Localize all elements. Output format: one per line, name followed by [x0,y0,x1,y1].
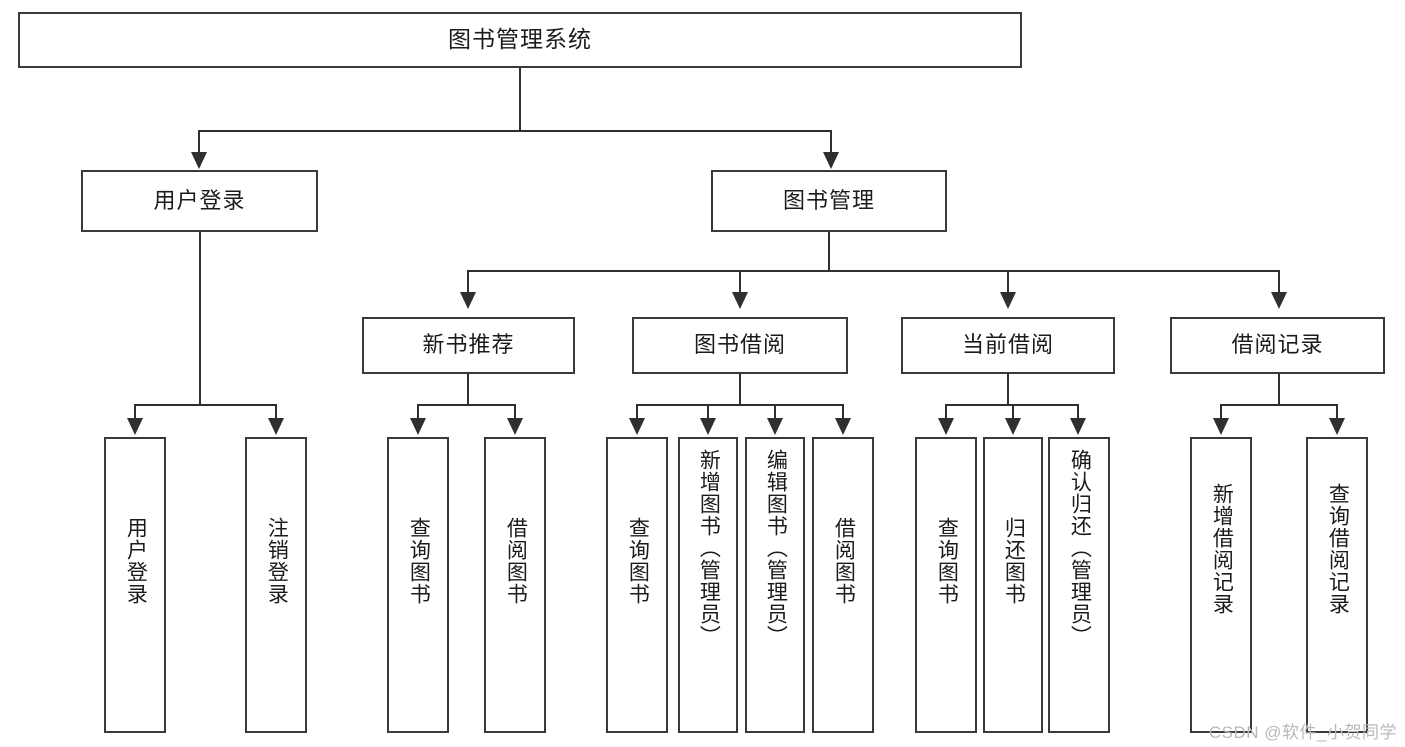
node-borrow-records[interactable]: 借阅记录 [1170,317,1385,374]
leaf-label: 用户登录 [124,517,148,605]
connector-to-new-book-recommend [467,270,469,292]
connector-new-book-leaf-2 [514,404,516,418]
connector-to-borrow-records [1278,270,1280,292]
connector-borrow-records-leaf-2 [1336,404,1338,418]
connector-book-management-bus [467,270,1280,272]
connector-current-borrow-leaf-2 [1012,404,1014,418]
node-book-borrow[interactable]: 图书借阅 [632,317,848,374]
connector-root-bus [198,130,832,132]
node-leaf-add-book-admin[interactable]: 新增图书（管理员） [678,437,738,733]
arrow-to-book-borrow [732,292,748,309]
arrow-user-login-leaf-2 [268,418,284,435]
node-leaf-query-book-current[interactable]: 查询图书 [915,437,977,733]
arrow-current-borrow-leaf-1 [938,418,954,435]
node-leaf-logout[interactable]: 注销登录 [245,437,307,733]
node-leaf-query-book-borrow[interactable]: 查询图书 [606,437,668,733]
node-leaf-return-book[interactable]: 归还图书 [983,437,1043,733]
connector-current-borrow-leaf-3 [1077,404,1079,418]
arrow-book-borrow-leaf-1 [629,418,645,435]
connector-book-borrow-leaf-2 [707,404,709,418]
connector-to-book-borrow [739,270,741,292]
node-user-login[interactable]: 用户登录 [81,170,318,232]
connector-borrow-records-stem [1278,374,1280,405]
connector-new-book-stem [467,374,469,405]
node-new-book-recommend[interactable]: 新书推荐 [362,317,575,374]
node-leaf-borrow-book[interactable]: 借阅图书 [812,437,874,733]
leaf-label: 查询图书 [626,517,650,605]
arrow-new-book-leaf-1 [410,418,426,435]
arrow-root-to-user-login [191,152,207,169]
connector-book-borrow-leaf-4 [842,404,844,418]
connector-book-management-stem [828,232,830,271]
node-current-borrow[interactable]: 当前借阅 [901,317,1115,374]
connector-current-borrow-leaf-1 [945,404,947,418]
node-leaf-confirm-return-admin[interactable]: 确认归还（管理员） [1048,437,1110,733]
arrow-borrow-records-leaf-2 [1329,418,1345,435]
arrow-root-to-book-management [823,152,839,169]
connector-book-borrow-stem [739,374,741,405]
connector-new-book-bus [417,404,515,406]
arrow-current-borrow-leaf-3 [1070,418,1086,435]
connector-user-login-leaf-1 [134,404,136,418]
arrow-new-book-leaf-2 [507,418,523,435]
leaf-label: 查询借阅记录 [1326,483,1350,615]
leaf-label: 借阅图书 [504,517,528,605]
arrow-to-new-book-recommend [460,292,476,309]
node-leaf-borrow-book-recommend[interactable]: 借阅图书 [484,437,546,733]
leaf-label: 编辑图书（管理员） [764,449,788,647]
leaf-label: 查询图书 [407,517,431,605]
node-leaf-query-borrow-record[interactable]: 查询借阅记录 [1306,437,1368,733]
connector-user-login-stem [199,232,201,405]
connector-book-borrow-bus [636,404,844,406]
arrow-book-borrow-leaf-3 [767,418,783,435]
node-book-management[interactable]: 图书管理 [711,170,947,232]
leaf-label: 确认归还（管理员） [1068,449,1092,647]
node-leaf-edit-book-admin[interactable]: 编辑图书（管理员） [745,437,805,733]
connector-new-book-leaf-1 [417,404,419,418]
leaf-label: 新增借阅记录 [1210,483,1234,615]
connector-user-login-leaf-2 [275,404,277,418]
arrow-book-borrow-leaf-4 [835,418,851,435]
arrow-to-current-borrow [1000,292,1016,309]
node-leaf-query-book-recommend[interactable]: 查询图书 [387,437,449,733]
arrow-current-borrow-leaf-2 [1005,418,1021,435]
node-leaf-add-borrow-record[interactable]: 新增借阅记录 [1190,437,1252,733]
arrow-book-borrow-leaf-2 [700,418,716,435]
connector-current-borrow-stem [1007,374,1009,405]
connector-borrow-records-bus [1220,404,1338,406]
connector-root-to-book-management [830,130,832,152]
watermark-text: CSDN @软件_小贺同学 [1208,723,1397,742]
connector-root-stem [519,68,521,131]
connector-borrow-records-leaf-1 [1220,404,1222,418]
arrow-borrow-records-leaf-1 [1213,418,1229,435]
arrow-to-borrow-records [1271,292,1287,309]
connector-book-borrow-leaf-3 [774,404,776,418]
leaf-label: 借阅图书 [832,517,856,605]
connector-book-borrow-leaf-1 [636,404,638,418]
node-root-book-management-system[interactable]: 图书管理系统 [18,12,1022,68]
leaf-label: 新增图书（管理员） [697,449,721,647]
node-leaf-user-login[interactable]: 用户登录 [104,437,166,733]
leaf-label: 查询图书 [935,517,959,605]
connector-root-to-user-login [198,130,200,152]
leaf-label: 归还图书 [1002,517,1026,605]
leaf-label: 注销登录 [265,517,289,605]
arrow-user-login-leaf-1 [127,418,143,435]
connector-user-login-bus [134,404,275,406]
connector-to-current-borrow [1007,270,1009,292]
